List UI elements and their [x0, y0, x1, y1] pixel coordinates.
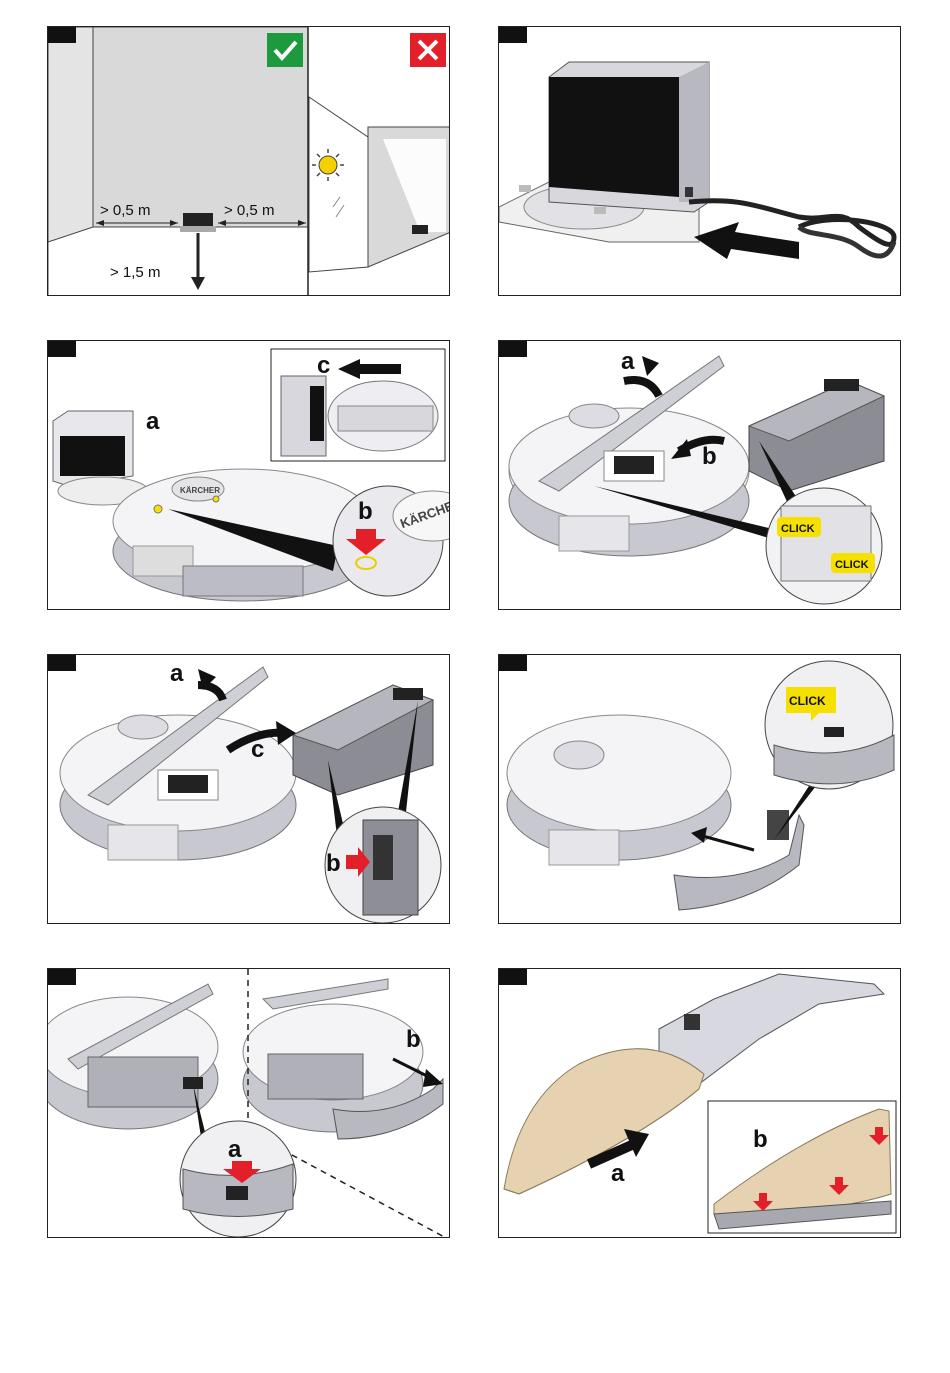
figure-number-badge	[499, 655, 527, 671]
figure-7-remove-mop: b a	[47, 968, 450, 1238]
svg-text:CLICK: CLICK	[789, 694, 826, 708]
figure-number-badge	[499, 27, 527, 43]
close-icon	[410, 33, 446, 67]
dist-front-label: > 1,5 m	[110, 264, 160, 281]
station-illustration	[499, 27, 901, 296]
label-b: b	[406, 1026, 421, 1053]
label-a: a	[146, 408, 160, 435]
label-b: b	[702, 443, 717, 470]
svg-text:KÄRCHER: KÄRCHER	[180, 486, 220, 495]
placement-illustration: > 0,5 m > 0,5 m > 1,5 m	[48, 27, 450, 296]
mop-remove-illustration: b a	[48, 969, 450, 1238]
figure-number-badge	[48, 655, 76, 671]
figure-number-badge	[499, 341, 527, 357]
figure-number-badge	[48, 27, 76, 43]
pull-arrow	[423, 1069, 443, 1087]
figure-number-badge	[48, 341, 76, 357]
svg-text:CLICK: CLICK	[835, 559, 869, 571]
insert-arrow	[694, 222, 799, 259]
label-b: b	[358, 498, 373, 525]
label-a: a	[611, 1160, 625, 1187]
label-c: c	[317, 352, 330, 379]
lift-arrow	[642, 356, 659, 376]
label-c: c	[251, 736, 264, 763]
dist-right-label: > 0,5 m	[224, 202, 274, 219]
container-remove-illustration: a c b	[48, 655, 450, 924]
label-a: a	[621, 348, 635, 375]
container-insert-illustration: a b CLICK CLICK	[499, 341, 901, 610]
figure-6-attach-mop: CLICK	[498, 654, 901, 924]
label-b: b	[326, 850, 341, 877]
click-callout-1: CLICK	[777, 517, 821, 537]
pad-attach-illustration: a b	[499, 969, 901, 1238]
figure-3-power-button: KÄRCHER KÄRCHER b a c	[47, 340, 450, 610]
robot-power-illustration: KÄRCHER KÄRCHER b a c	[48, 341, 450, 610]
figure-2-station-power	[498, 26, 901, 296]
dist-left-label: > 0,5 m	[100, 202, 150, 219]
label-a: a	[170, 660, 184, 687]
figure-number-badge	[499, 969, 527, 985]
figure-8-attach-pad: a b	[498, 968, 901, 1238]
label-a: a	[228, 1136, 242, 1163]
svg-text:CLICK: CLICK	[781, 523, 815, 535]
figure-5-remove-container: a c b	[47, 654, 450, 924]
figure-4-insert-container: a b CLICK CLICK	[498, 340, 901, 610]
click-callout-2: CLICK	[831, 553, 875, 573]
mop-attach-illustration: CLICK	[499, 655, 901, 924]
check-icon	[267, 33, 303, 67]
figure-1-placement: > 0,5 m > 0,5 m > 1,5 m	[47, 26, 450, 296]
label-b: b	[753, 1126, 768, 1153]
figure-number-badge	[48, 969, 76, 985]
